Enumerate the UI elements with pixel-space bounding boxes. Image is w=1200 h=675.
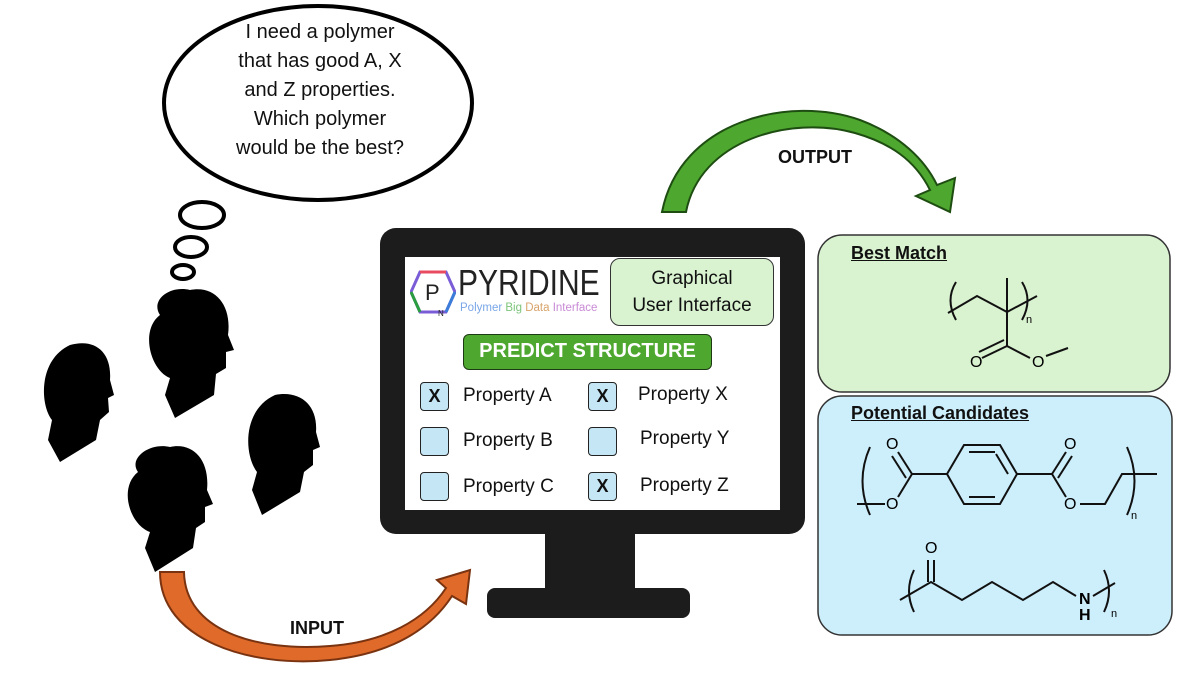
svg-text:P: P [425, 280, 440, 305]
thought-line: I need a polymer [245, 21, 395, 43]
pet-structure [857, 444, 1157, 516]
output-arrow [660, 109, 957, 214]
atom-label: O [970, 354, 983, 371]
property-x-checkbox[interactable]: X [588, 382, 617, 411]
input-label: INPUT [290, 618, 344, 638]
thought-line: Which polymer [253, 108, 387, 130]
subscript-n: n [1026, 314, 1033, 326]
monitor-base [487, 588, 690, 618]
property-a-label: Property A [463, 385, 552, 406]
atom-label: O [1032, 354, 1045, 371]
thought-line: that has good A, X [238, 50, 402, 72]
monitor-neck [545, 533, 635, 590]
gui-label-box: Graphical User Interface [610, 258, 774, 326]
property-a-checkbox[interactable]: X [420, 382, 449, 411]
nylon6-structure [899, 560, 1116, 613]
thought-dot [170, 263, 196, 281]
pyridine-logo-icon: P N [410, 270, 456, 318]
pmma-structure [947, 278, 1069, 359]
atom-label: N [1079, 591, 1091, 608]
atom-label: O [1064, 436, 1077, 453]
property-b-label: Property B [463, 430, 553, 451]
subscript-n: n [1131, 510, 1138, 522]
best-match-panel [817, 234, 1171, 393]
person-silhouette [43, 343, 114, 462]
people-silhouettes [43, 289, 320, 572]
app-tagline: Polymer Big Data Interface [460, 302, 597, 314]
person-silhouette [149, 289, 234, 418]
person-silhouette [127, 446, 213, 572]
thought-bubble [162, 4, 474, 202]
thought-line: and Z properties. [244, 79, 396, 101]
tagline-part: Interface [552, 302, 598, 314]
property-y-checkbox[interactable] [588, 427, 617, 456]
thought-line: would be the best? [236, 137, 404, 159]
property-c-checkbox[interactable] [420, 472, 449, 501]
thought-text: I need a polymer that has good A, X and … [195, 18, 445, 163]
output-label: OUTPUT [778, 147, 852, 167]
candidates-panel [817, 395, 1173, 636]
svg-text:N: N [438, 309, 444, 318]
app-name: PYRIDINE [458, 263, 600, 304]
thought-dot [173, 235, 209, 259]
property-y-label: Property Y [640, 428, 730, 449]
gui-label-line: User Interface [632, 295, 752, 316]
property-x-label: Property X [638, 384, 728, 405]
candidates-title: Potential Candidates [851, 403, 1030, 423]
property-z-checkbox[interactable]: X [588, 472, 617, 501]
tagline-part: Polymer [460, 302, 506, 314]
atom-label: O [1064, 496, 1077, 513]
subscript-n: n [1111, 608, 1118, 620]
atom-label: O [886, 496, 899, 513]
person-silhouette [248, 394, 320, 515]
property-z-label: Property Z [640, 475, 729, 496]
atom-label: H [1079, 607, 1091, 624]
tagline-part: Data [525, 302, 553, 314]
gui-label-line: Graphical [651, 268, 733, 289]
atom-label: O [886, 436, 899, 453]
property-b-checkbox[interactable] [420, 427, 449, 456]
input-arrow [158, 568, 472, 663]
atom-label: O [925, 540, 938, 557]
best-match-title: Best Match [851, 243, 948, 263]
property-c-label: Property C [463, 476, 554, 497]
tagline-part: Big [505, 302, 526, 314]
predict-structure-button[interactable]: PREDICT STRUCTURE [463, 334, 712, 370]
thought-dot [178, 200, 226, 230]
